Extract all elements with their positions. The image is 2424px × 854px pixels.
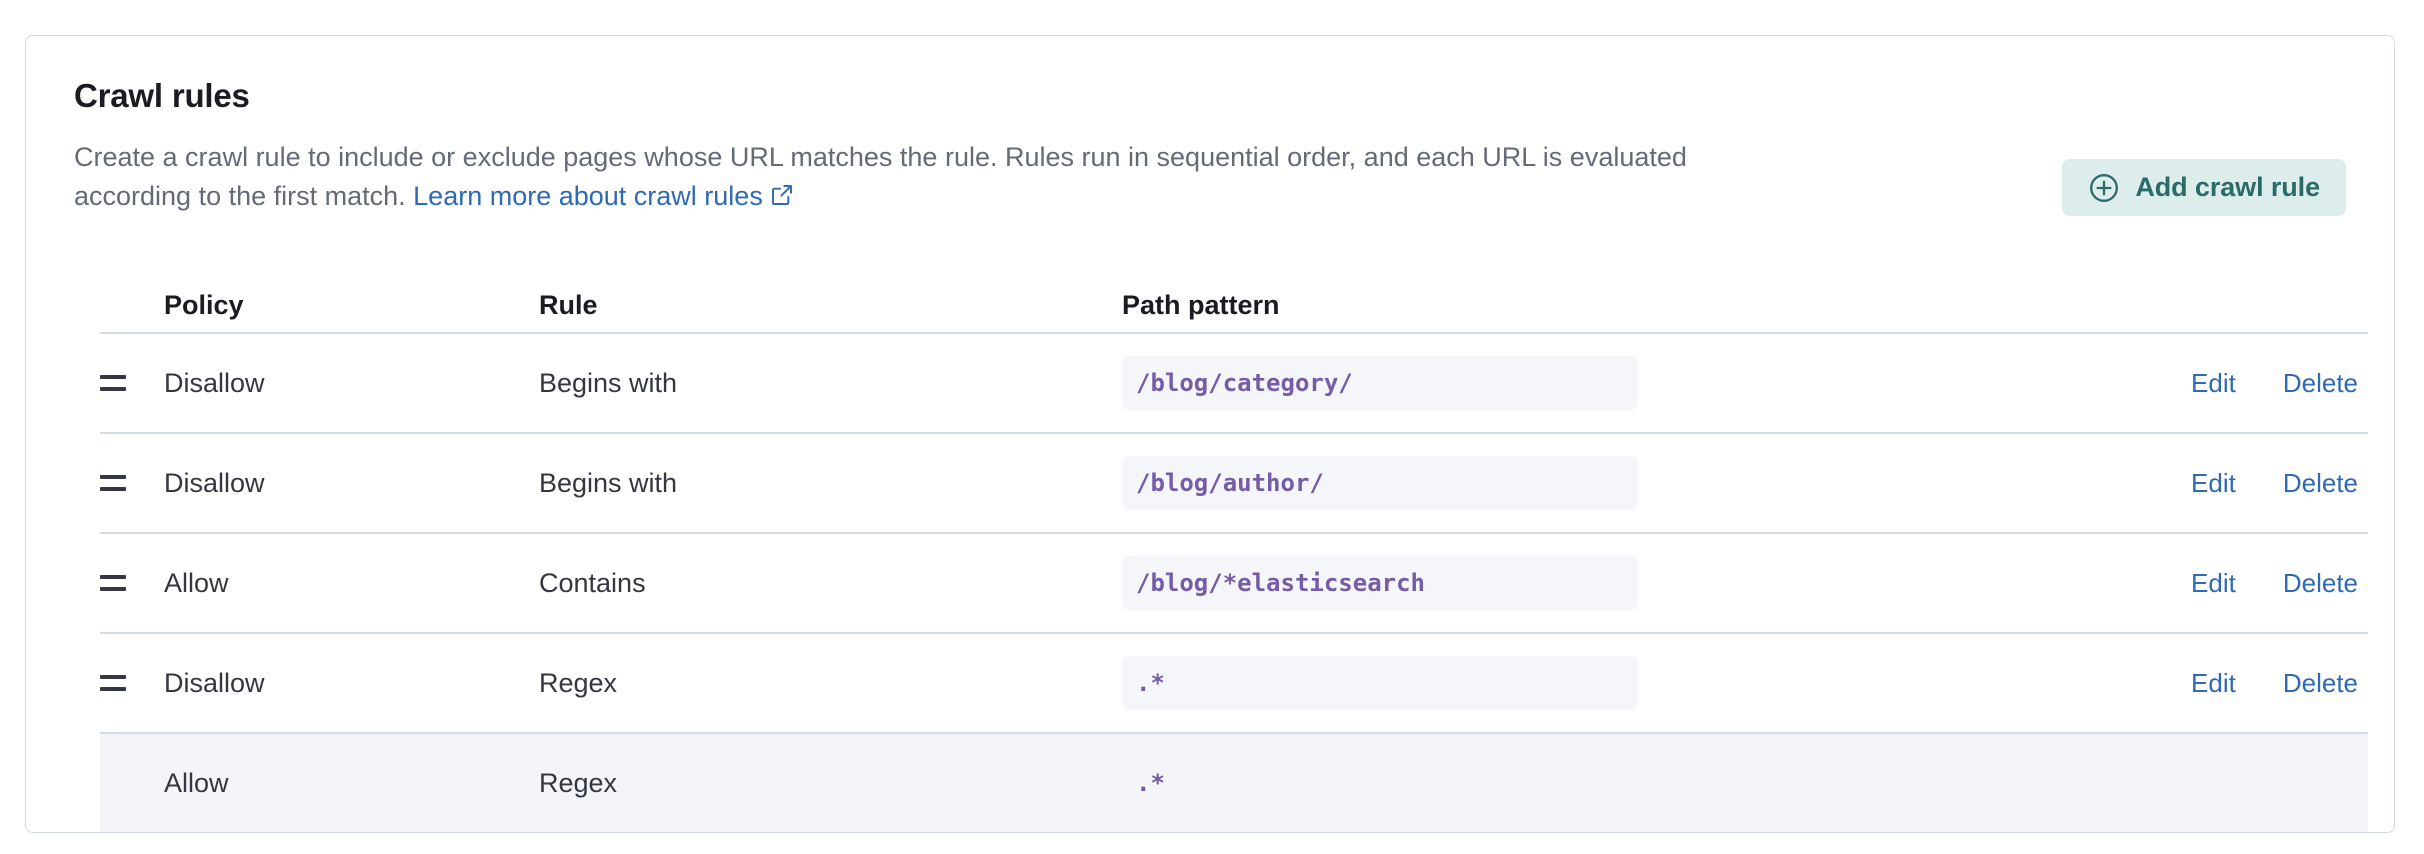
drag-handle-cell <box>100 575 164 591</box>
column-header-rule: Rule <box>539 290 598 320</box>
delete-link[interactable]: Delete <box>2282 568 2358 598</box>
edit-link[interactable]: Edit <box>2191 668 2236 698</box>
cell-path-pattern: .* <box>1122 656 2078 710</box>
drag-handle-cell <box>100 375 164 391</box>
table-row: Disallow Begins with /blog/category/ Edi… <box>100 334 2368 434</box>
row-actions: Edit Delete <box>2078 367 2368 399</box>
panel-description: Create a crawl rule to include or exclud… <box>74 138 1754 218</box>
path-pattern-code: /blog/author/ <box>1122 456 1638 510</box>
table-row: Allow Contains /blog/*elasticsearch Edit… <box>100 534 2368 634</box>
drag-handle-cell <box>100 675 164 691</box>
cell-path-pattern: /blog/*elasticsearch <box>1122 556 2078 610</box>
external-link-icon <box>770 179 794 218</box>
path-pattern-code: /blog/*elasticsearch <box>1122 556 1638 610</box>
add-crawl-rule-label: Add crawl rule <box>2135 172 2320 202</box>
drag-handle-icon[interactable] <box>100 475 126 491</box>
table-row: Disallow Regex .* Edit Delete <box>100 634 2368 734</box>
cell-path-pattern: /blog/author/ <box>1122 456 2078 510</box>
drag-handle-icon[interactable] <box>100 575 126 591</box>
crawl-rules-panel: Crawl rules Create a crawl rule to inclu… <box>25 35 2395 833</box>
table-row: Disallow Begins with /blog/author/ Edit … <box>100 434 2368 534</box>
page-title: Crawl rules <box>74 77 250 114</box>
delete-link[interactable]: Delete <box>2282 668 2358 698</box>
cell-rule: Regex <box>539 768 618 798</box>
path-pattern-code: .* <box>1122 656 1638 710</box>
cell-path-pattern: /blog/category/ <box>1122 356 2078 410</box>
edit-link[interactable]: Edit <box>2191 468 2236 498</box>
crawl-rules-table: Policy Rule Path pattern Disallow Begins… <box>100 280 2368 832</box>
cell-rule: Regex <box>539 668 618 698</box>
cell-policy: Allow <box>164 568 229 598</box>
row-actions: Edit Delete <box>2078 467 2368 499</box>
row-actions: Edit Delete <box>2078 667 2368 699</box>
drag-handle-icon[interactable] <box>100 375 126 391</box>
drag-handle-icon[interactable] <box>100 675 126 691</box>
path-pattern-code: .* <box>1136 769 1165 797</box>
cell-path-pattern: .* <box>1122 756 2078 810</box>
column-header-policy: Policy <box>164 290 244 320</box>
cell-policy: Disallow <box>164 668 265 698</box>
add-crawl-rule-button[interactable]: Add crawl rule <box>2062 159 2346 216</box>
cell-rule: Begins with <box>539 368 678 398</box>
panel-description-text: Create a crawl rule to include or exclud… <box>74 142 1687 211</box>
cell-policy: Allow <box>164 768 229 798</box>
path-pattern-code: /blog/category/ <box>1122 356 1638 410</box>
drag-handle-cell <box>100 475 164 491</box>
delete-link[interactable]: Delete <box>2282 468 2358 498</box>
cell-policy: Disallow <box>164 468 265 498</box>
delete-link[interactable]: Delete <box>2282 368 2358 398</box>
plus-in-circle-icon <box>2088 172 2120 204</box>
row-actions: Edit Delete <box>2078 567 2368 599</box>
table-row-default: Allow Regex .* <box>100 734 2368 832</box>
learn-more-label: Learn more about crawl rules <box>413 181 763 211</box>
edit-link[interactable]: Edit <box>2191 368 2236 398</box>
cell-policy: Disallow <box>164 368 265 398</box>
cell-rule: Begins with <box>539 468 678 498</box>
learn-more-link[interactable]: Learn more about crawl rules <box>413 181 763 211</box>
table-header-row: Policy Rule Path pattern <box>100 280 2368 334</box>
cell-rule: Contains <box>539 568 646 598</box>
column-header-path-pattern: Path pattern <box>1122 290 1280 320</box>
edit-link[interactable]: Edit <box>2191 568 2236 598</box>
